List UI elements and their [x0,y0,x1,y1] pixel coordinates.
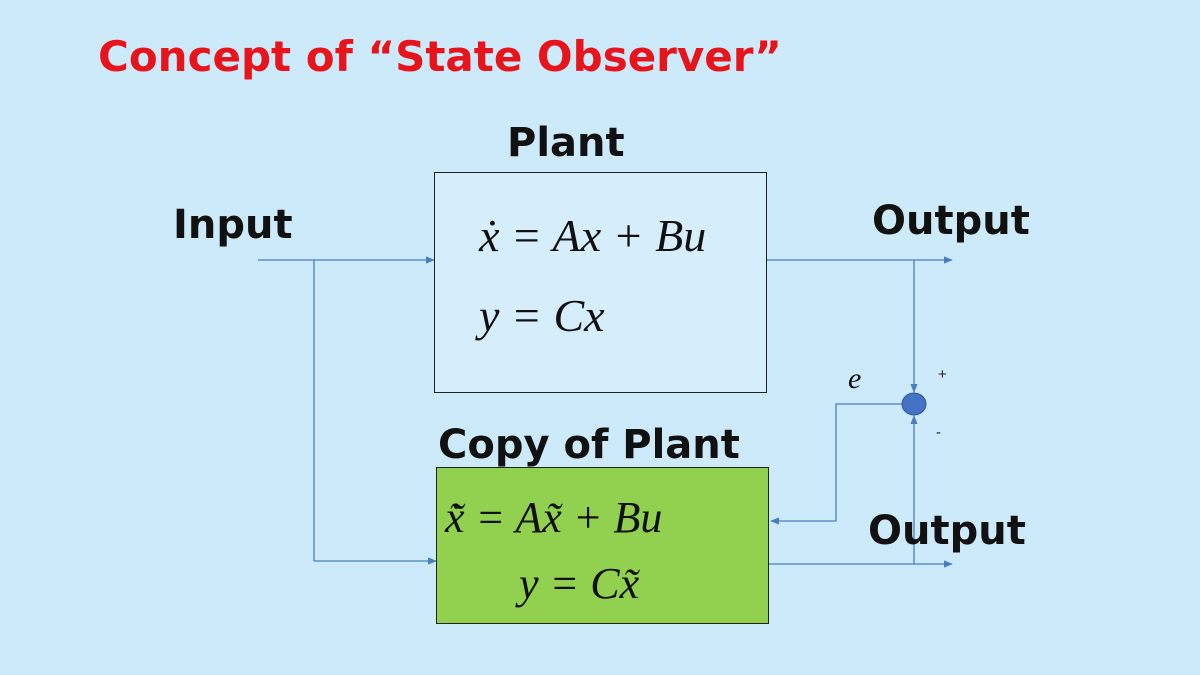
plant-label: Plant [507,120,625,166]
output-label-top: Output [872,198,1030,244]
copy-of-plant-box: x̃̇ = Ax̃ + Bu y = Cx̃ [436,467,769,624]
plant-state-equation: ẋ = Ax + Bu [479,210,707,261]
copy-of-plant-label: Copy of Plant [438,422,740,468]
error-feedback-wire [770,403,902,525]
plant-box: ẋ = Ax + Bu y = Cx [434,172,767,393]
copy-output-equation: y = Cx̃ [519,559,640,608]
output-label-bottom: Output [868,508,1026,554]
copy-state-equation: x̃̇ = Ax̃ + Bu [445,493,663,542]
slide-title: Concept of “State Observer” [98,32,782,81]
minus-sign: - [936,424,941,441]
input-label: Input [173,202,293,248]
error-label: e [848,362,862,395]
plant-output-equation: y = Cx [479,290,605,341]
summing-junction [901,392,927,416]
plus-sign: + [938,366,947,383]
